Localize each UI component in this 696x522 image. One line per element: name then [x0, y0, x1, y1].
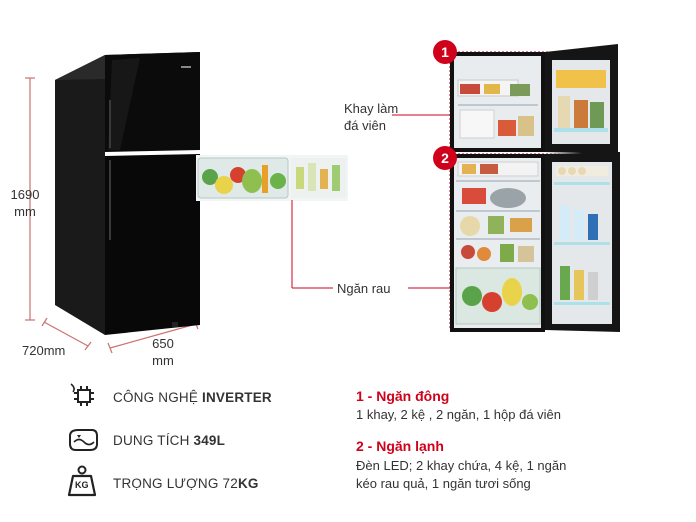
- feature-weight: TRỌNG LƯỢNG 72KG: [113, 476, 259, 491]
- ice-tray-label: Khay làm đá viên: [344, 100, 398, 134]
- dimension-diagram: [25, 52, 200, 354]
- capacity-icon: [66, 424, 106, 460]
- fridge-title: 2 - Ngăn lạnh: [356, 438, 444, 454]
- width-unit: mm: [152, 353, 174, 368]
- feature-capacity: DUNG TÍCH 349L: [113, 433, 225, 448]
- feature-weight-bold: KG: [237, 476, 259, 491]
- depth-dimension-label: 720mm: [22, 343, 66, 358]
- fridge-desc-line1: Đèn LED; 2 khay chứa, 4 kệ, 1 ngăn: [356, 458, 567, 473]
- height-dimension-label: 1690 mm: [2, 186, 48, 220]
- weight-kg-icon: KG: [66, 464, 102, 502]
- freezer-number-badge: 1: [433, 40, 457, 64]
- feature-weight-prefix: TRỌNG LƯỢNG 72: [113, 476, 238, 491]
- feature-capacity-prefix: DUNG TÍCH: [113, 433, 194, 448]
- width-value: 650: [152, 336, 174, 351]
- ice-tray-label-line2: đá viên: [344, 118, 386, 133]
- vegetable-drawer-label: Ngăn rau: [337, 281, 391, 296]
- feature-inverter-bold: INVERTER: [202, 390, 272, 405]
- feature-capacity-bold: 349L: [193, 433, 226, 448]
- fridge-desc: Đèn LED; 2 khay chứa, 4 kệ, 1 ngăn kéo r…: [356, 457, 566, 493]
- ice-tray-label-line1: Khay làm: [344, 101, 399, 116]
- feature-inverter: CÔNG NGHỆ INVERTER: [113, 390, 272, 405]
- height-value: 1690: [10, 187, 40, 202]
- fridge-number-badge: 2: [433, 146, 457, 170]
- fridge-desc-line2: kéo rau quả, 1 ngăn tươi sống: [356, 476, 531, 491]
- width-dimension-label: 650 mm: [148, 335, 178, 369]
- feature-inverter-prefix: CÔNG NGHỆ: [113, 390, 203, 405]
- freezer-desc: 1 khay, 2 kệ , 2 ngăn, 1 hộp đá viên: [356, 407, 562, 422]
- vegetable-drawer-image: [196, 155, 348, 201]
- height-unit: mm: [14, 204, 36, 219]
- weight-icon-text: KG: [75, 480, 89, 490]
- open-fridge-image: [450, 44, 620, 332]
- inverter-chip-icon: [68, 380, 108, 416]
- freezer-title: 1 - Ngăn đông: [356, 388, 450, 404]
